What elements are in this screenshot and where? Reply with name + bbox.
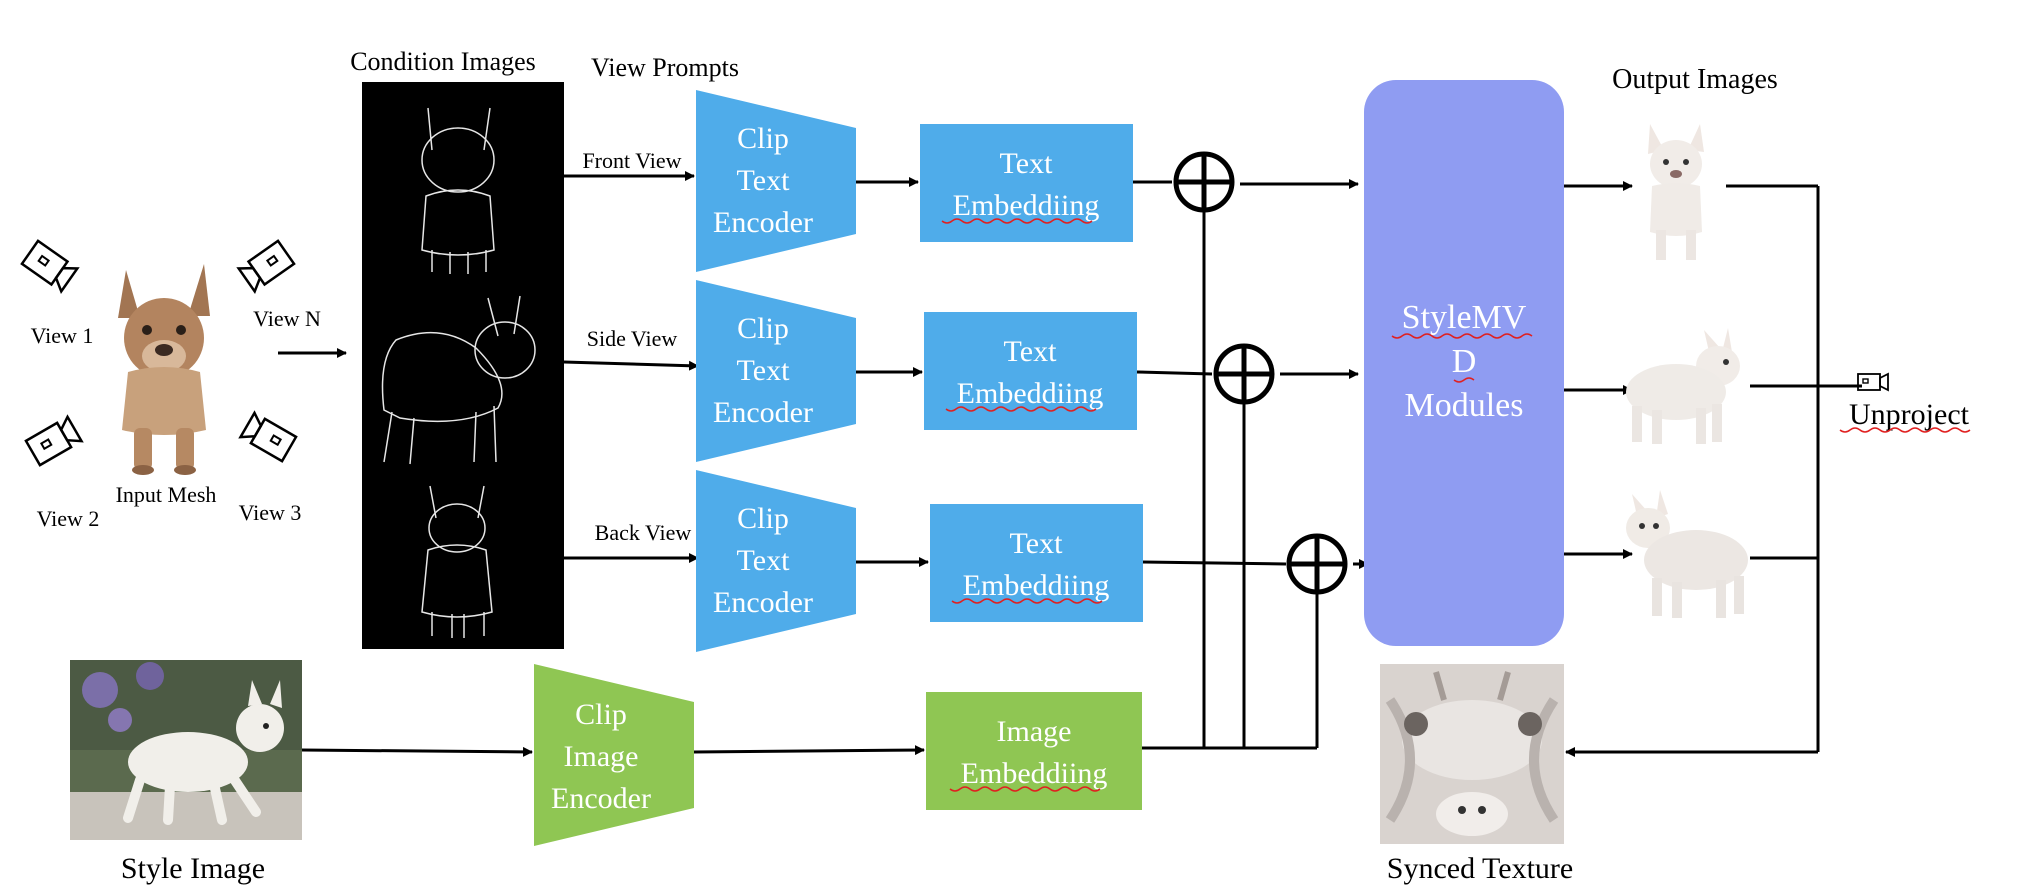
camera-icon xyxy=(238,410,298,463)
style-image-photo xyxy=(70,660,302,840)
output-images-title: Output Images xyxy=(1612,64,1778,95)
output-images xyxy=(1564,124,1862,757)
camera-label-view-2: View 2 xyxy=(37,506,100,531)
svg-text:Clip: Clip xyxy=(737,122,789,155)
svg-text:StyleMV: StyleMV xyxy=(1402,299,1527,336)
svg-text:Image: Image xyxy=(564,740,639,773)
svg-text:D: D xyxy=(1452,343,1477,380)
condition-images-title: Condition Images xyxy=(350,47,536,76)
svg-text:Encoder: Encoder xyxy=(713,586,813,619)
svg-text:Clip: Clip xyxy=(737,502,789,535)
image-embedding: Image Embeddiing xyxy=(926,692,1142,810)
svg-text:Text: Text xyxy=(1010,527,1064,560)
camera-label-view-n: View N xyxy=(253,306,321,331)
prompt-row-front: Front View Clip Text Encoder Text Embedd… xyxy=(564,90,1359,272)
svg-text:Clip: Clip xyxy=(575,698,627,731)
output-dog-side-image xyxy=(1626,328,1740,444)
input-mesh-dog-image xyxy=(118,264,210,475)
svg-text:Embeddiing: Embeddiing xyxy=(953,189,1100,222)
output-dog-back-image xyxy=(1626,490,1748,618)
text-embedding: Text Embeddiing xyxy=(924,312,1137,430)
clip-text-encoder: Clip Text Encoder xyxy=(696,280,856,462)
camera-icon xyxy=(24,414,84,467)
svg-text:Embeddiing: Embeddiing xyxy=(957,377,1104,410)
unproject-label: Unproject xyxy=(1849,398,1970,431)
svg-text:Encoder: Encoder xyxy=(713,396,813,429)
svg-text:Embeddiing: Embeddiing xyxy=(963,569,1110,602)
svg-text:Text: Text xyxy=(737,544,791,577)
clip-image-encoder: Clip Image Encoder xyxy=(534,664,694,846)
svg-text:Modules: Modules xyxy=(1405,387,1524,424)
input-mesh-group: View 1 View N View 2 View 3 xyxy=(20,239,347,531)
condition-side-sketch xyxy=(381,295,536,465)
svg-text:Image: Image xyxy=(997,715,1072,748)
prompt-row-side: Side View Clip Text Encoder Text Embeddi… xyxy=(563,280,1359,462)
svg-text:Encoder: Encoder xyxy=(551,782,651,815)
sum-operator-icon xyxy=(1286,533,1348,595)
input-mesh-label: Input Mesh xyxy=(116,482,217,507)
svg-text:Clip: Clip xyxy=(737,312,789,345)
style-image-branch: Style Image Clip Image Encoder Image Emb… xyxy=(70,210,1319,885)
view-prompt-label: Back View xyxy=(595,520,692,545)
svg-text:Text: Text xyxy=(1004,335,1058,368)
camera-label-view-1: View 1 xyxy=(31,323,94,348)
text-embedding: Text Embeddiing xyxy=(920,124,1133,242)
synced-texture-label: Synced Texture xyxy=(1387,852,1573,885)
camera-icon xyxy=(236,239,296,295)
stylemvd-modules-block: StyleMV D Modules xyxy=(1364,80,1564,646)
condition-back-sketch xyxy=(421,485,493,638)
unproject-group: Unproject xyxy=(1839,372,1971,433)
view-prompt-label: Front View xyxy=(582,148,681,173)
view-prompts-title: View Prompts xyxy=(591,53,739,82)
clip-text-encoder: Clip Text Encoder xyxy=(696,90,856,272)
view-prompt-label: Side View xyxy=(587,326,678,351)
condition-images-panel xyxy=(362,82,564,649)
synced-texture-image xyxy=(1380,664,1564,844)
text-embedding: Text Embeddiing xyxy=(930,504,1143,622)
svg-text:Text: Text xyxy=(1000,147,1054,180)
style-image-label: Style Image xyxy=(121,852,265,885)
svg-text:Text: Text xyxy=(737,164,791,197)
svg-text:Encoder: Encoder xyxy=(713,206,813,239)
camera-label-view-3: View 3 xyxy=(239,500,302,525)
camera-icon xyxy=(1857,372,1889,392)
prompt-row-back: Back View Clip Text Encoder Text Embeddi… xyxy=(564,470,1369,652)
sum-operator-icon xyxy=(1213,343,1275,405)
clip-text-encoder: Clip Text Encoder xyxy=(696,470,856,652)
camera-icon xyxy=(20,239,80,295)
svg-text:Embeddiing: Embeddiing xyxy=(961,757,1108,790)
output-dog-front-image xyxy=(1648,124,1704,260)
condition-front-sketch xyxy=(421,107,495,274)
sum-operator-icon xyxy=(1173,151,1235,213)
svg-text:Text: Text xyxy=(737,354,791,387)
